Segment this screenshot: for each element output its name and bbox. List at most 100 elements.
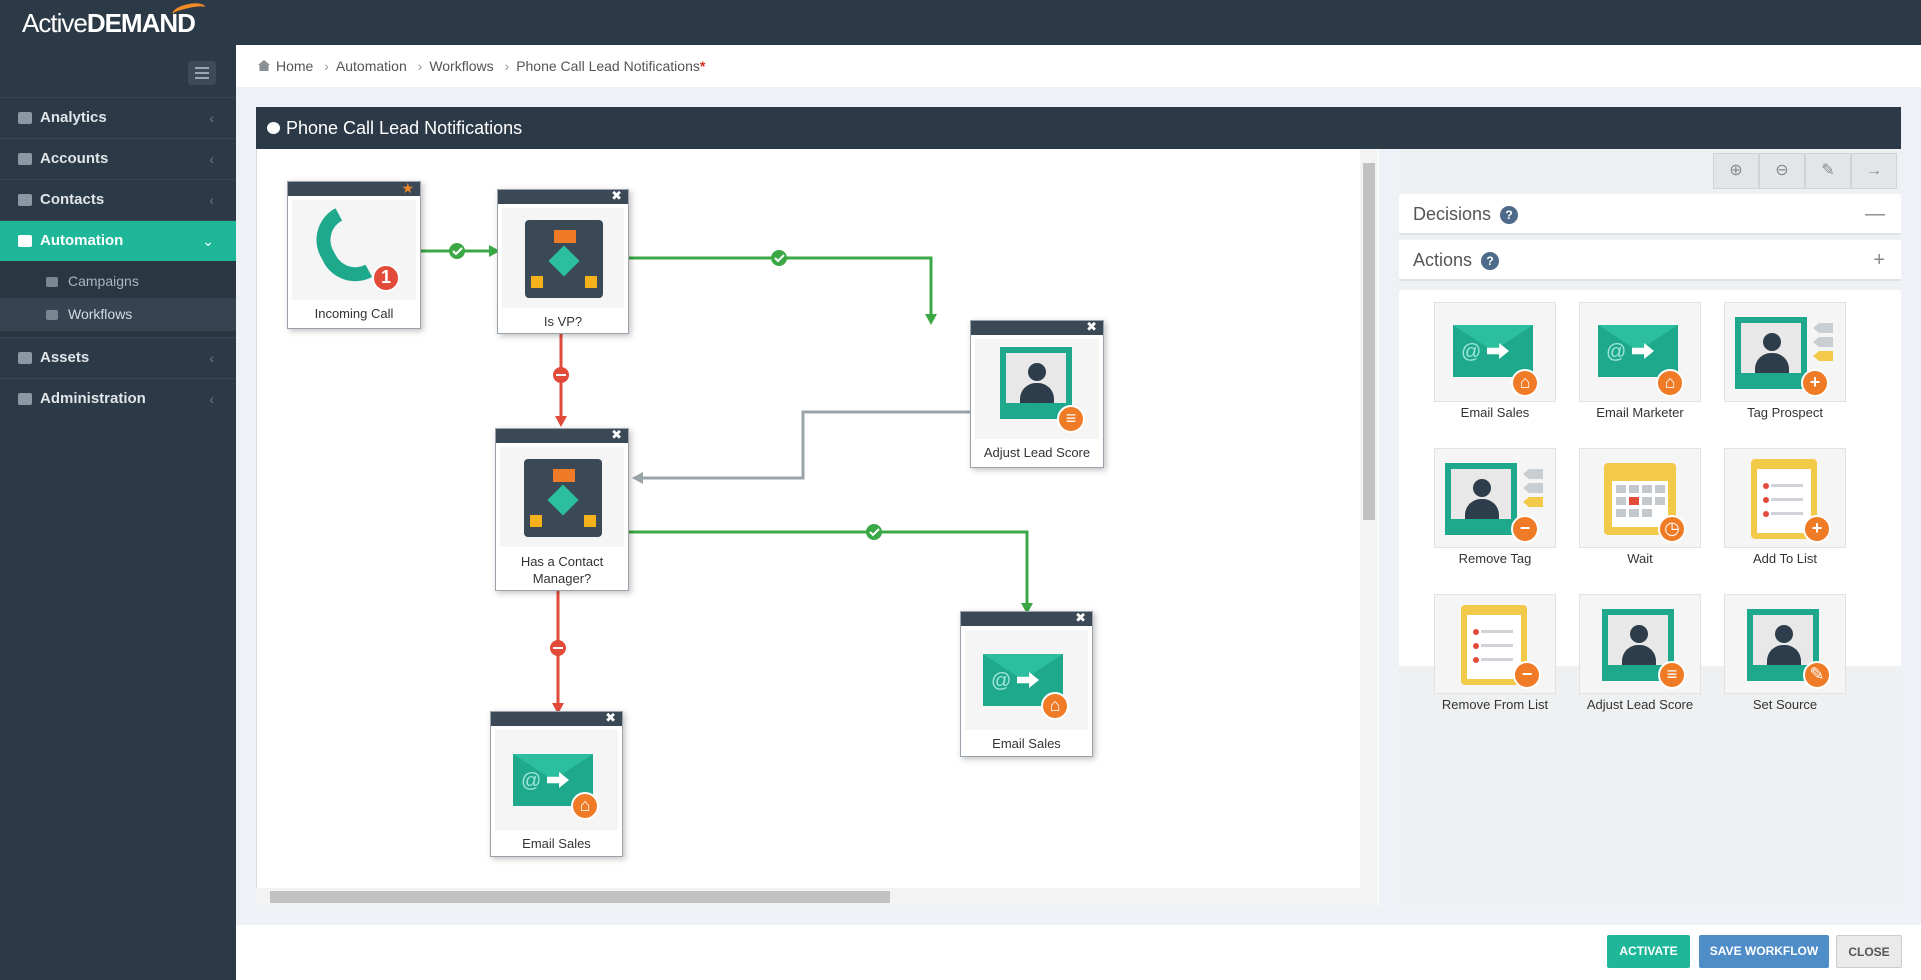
edit-button[interactable]: ✎ bbox=[1805, 153, 1851, 189]
user-badge-icon: ⌂ bbox=[1656, 369, 1684, 397]
action-remove-tag[interactable]: − Remove Tag bbox=[1434, 448, 1556, 568]
breadcrumb-automation[interactable]: Automation bbox=[335, 58, 407, 74]
sidebar-toggle-button[interactable] bbox=[188, 61, 216, 85]
node-label: Email Sales bbox=[992, 736, 1061, 751]
help-icon[interactable]: ? bbox=[1481, 252, 1500, 271]
sidebar-item-administration[interactable]: Administration ‹ bbox=[0, 378, 236, 419]
node-email-sales-right[interactable]: ✖ @ ⌂ Email Sales bbox=[960, 610, 1093, 757]
home-icon bbox=[258, 60, 270, 71]
gears-icon bbox=[46, 310, 58, 320]
close-icon[interactable]: ✖ bbox=[611, 427, 622, 442]
plus-icon: + bbox=[1801, 369, 1829, 397]
lead-score-icon: 8.5 bbox=[1602, 609, 1674, 681]
workflow-canvas[interactable]: ★ 1 Incoming Call ✖ Is VP? ✖ bbox=[256, 149, 1379, 906]
action-set-source[interactable]: ✎ Set Source bbox=[1724, 594, 1846, 714]
clock-icon: ◷ bbox=[1658, 515, 1686, 543]
chevron-down-icon: ⌄ bbox=[202, 233, 214, 249]
connector-layer bbox=[421, 243, 1033, 714]
minus-icon: − bbox=[1513, 661, 1541, 689]
action-wait[interactable]: ◷ Wait bbox=[1579, 448, 1701, 568]
node-label: Email Sales bbox=[522, 836, 591, 851]
chevron-left-icon: ‹ bbox=[209, 192, 214, 208]
node-email-sales-bottom[interactable]: ✖ @ ⌂ Email Sales bbox=[490, 710, 623, 857]
top-bar: ActiveDEMAND bbox=[0, 0, 1921, 45]
breadcrumb-home[interactable]: Home bbox=[276, 58, 314, 74]
zoom-out-button[interactable]: ⊖ bbox=[1759, 153, 1805, 189]
page-title: Phone Call Lead Notifications bbox=[286, 118, 523, 138]
sidebar-item-automation[interactable]: Automation ⌄ bbox=[0, 220, 246, 261]
lead-score-icon: 8.5 bbox=[1000, 347, 1072, 419]
sidebar-item-contacts[interactable]: Contacts ‹ bbox=[0, 179, 236, 220]
action-adjust-lead-score[interactable]: 8.5 ≡ Adjust Lead Score bbox=[1579, 594, 1701, 714]
node-label: Is VP? bbox=[543, 314, 583, 329]
activate-button[interactable]: ACTIVATE bbox=[1607, 935, 1690, 968]
sitemap-icon bbox=[18, 153, 32, 165]
close-icon[interactable]: ✖ bbox=[1075, 610, 1086, 625]
automation-submenu: Campaigns Workflows bbox=[0, 261, 236, 337]
node-has-contact-manager[interactable]: ✖ Has a Contact Manager? bbox=[495, 427, 629, 591]
sidebar-subitem-workflows[interactable]: Workflows bbox=[0, 298, 236, 331]
sidebar-item-accounts[interactable]: Accounts ‹ bbox=[0, 138, 236, 179]
node-adjust-lead-score[interactable]: ✖ 8.5 ≡ Adjust Lead Score bbox=[970, 319, 1104, 468]
canvas-toolbar: ⊕ ⊖ ✎ → bbox=[1713, 153, 1897, 189]
dashboard-icon bbox=[18, 112, 32, 124]
minus-icon: − bbox=[1511, 515, 1539, 543]
users-icon bbox=[18, 194, 32, 206]
zoom-in-button[interactable]: ⊕ bbox=[1713, 153, 1759, 189]
expand-icon[interactable]: + bbox=[1873, 249, 1885, 271]
contact-card-icon bbox=[1735, 317, 1807, 389]
connector-adjustscore-contactmgr bbox=[639, 410, 973, 480]
breadcrumb-workflows[interactable]: Workflows bbox=[429, 58, 494, 74]
sidebar-subitem-campaigns[interactable]: Campaigns bbox=[0, 265, 236, 298]
node-label: Incoming Call bbox=[314, 306, 394, 321]
save-workflow-button[interactable]: SAVE WORKFLOW bbox=[1699, 935, 1829, 968]
decision-icon bbox=[524, 459, 602, 537]
canvas-horizontal-scrollbar[interactable] bbox=[256, 888, 1378, 906]
action-email-marketer[interactable]: @ ⌂ Email Marketer bbox=[1579, 302, 1701, 422]
connector-contactmgr-emailsales-right bbox=[607, 530, 1029, 609]
check-icon bbox=[449, 243, 465, 259]
close-button[interactable]: CLOSE bbox=[1836, 935, 1902, 968]
palette-panel: ⊕ ⊖ ✎ → Decisions ? — Actions ? + @ ⌂ Em… bbox=[1399, 149, 1901, 906]
node-is-vp[interactable]: ✖ Is VP? bbox=[497, 188, 629, 334]
connector-isvp-adjustscore bbox=[607, 256, 933, 319]
close-icon[interactable]: ✖ bbox=[1086, 319, 1097, 334]
help-icon[interactable]: ? bbox=[1500, 206, 1519, 225]
envelope-icon: @ bbox=[1453, 325, 1533, 377]
action-tag-prospect[interactable]: + Tag Prospect bbox=[1724, 302, 1846, 422]
chevron-left-icon: ‹ bbox=[209, 391, 214, 407]
canvas-vertical-scrollbar[interactable] bbox=[1360, 149, 1378, 889]
action-email-sales[interactable]: @ ⌂ Email Sales bbox=[1434, 302, 1556, 422]
actions-section-header[interactable]: Actions ? + bbox=[1399, 240, 1901, 281]
collapse-icon[interactable]: — bbox=[1865, 203, 1885, 225]
contact-card-icon bbox=[1445, 463, 1517, 535]
actions-grid: @ ⌂ Email Sales @ ⌂ Email Marketer bbox=[1399, 290, 1901, 712]
gears-icon bbox=[267, 122, 280, 134]
cubes-icon bbox=[18, 352, 32, 364]
decisions-section-header[interactable]: Decisions ? — bbox=[1399, 194, 1901, 235]
node-label: Has a Contact Manager? bbox=[520, 554, 604, 586]
user-badge-icon: ⌂ bbox=[571, 792, 599, 820]
forward-button[interactable]: → bbox=[1851, 153, 1897, 189]
close-icon[interactable]: ✖ bbox=[611, 188, 622, 203]
action-add-to-list[interactable]: + Add To List bbox=[1724, 448, 1846, 568]
sliders-icon: ≡ bbox=[1057, 405, 1085, 433]
breadcrumb: Home ›Automation ›Workflows ›Phone Call … bbox=[236, 45, 1921, 87]
gears-icon bbox=[18, 235, 32, 247]
logo[interactable]: ActiveDEMAND bbox=[22, 0, 208, 39]
contact-card-icon bbox=[1747, 609, 1819, 681]
main-area: Home ›Automation ›Workflows ›Phone Call … bbox=[236, 45, 1921, 980]
check-icon bbox=[771, 250, 787, 266]
close-icon[interactable]: ✖ bbox=[605, 710, 616, 725]
envelope-icon: @ bbox=[1598, 325, 1678, 377]
chevron-left-icon: ‹ bbox=[209, 151, 214, 167]
star-icon[interactable]: ★ bbox=[401, 180, 414, 196]
decision-icon bbox=[525, 220, 603, 298]
action-remove-from-list[interactable]: − Remove From List bbox=[1434, 594, 1556, 714]
node-incoming-call[interactable]: ★ 1 Incoming Call bbox=[287, 180, 421, 329]
node-label: Adjust Lead Score bbox=[983, 445, 1091, 460]
footer-bar: ACTIVATE SAVE WORKFLOW CLOSE bbox=[236, 925, 1921, 980]
user-badge-icon: ⌂ bbox=[1041, 692, 1069, 720]
sidebar-item-assets[interactable]: Assets ‹ bbox=[0, 337, 236, 378]
sidebar-item-analytics[interactable]: Analytics ‹ bbox=[0, 97, 236, 138]
